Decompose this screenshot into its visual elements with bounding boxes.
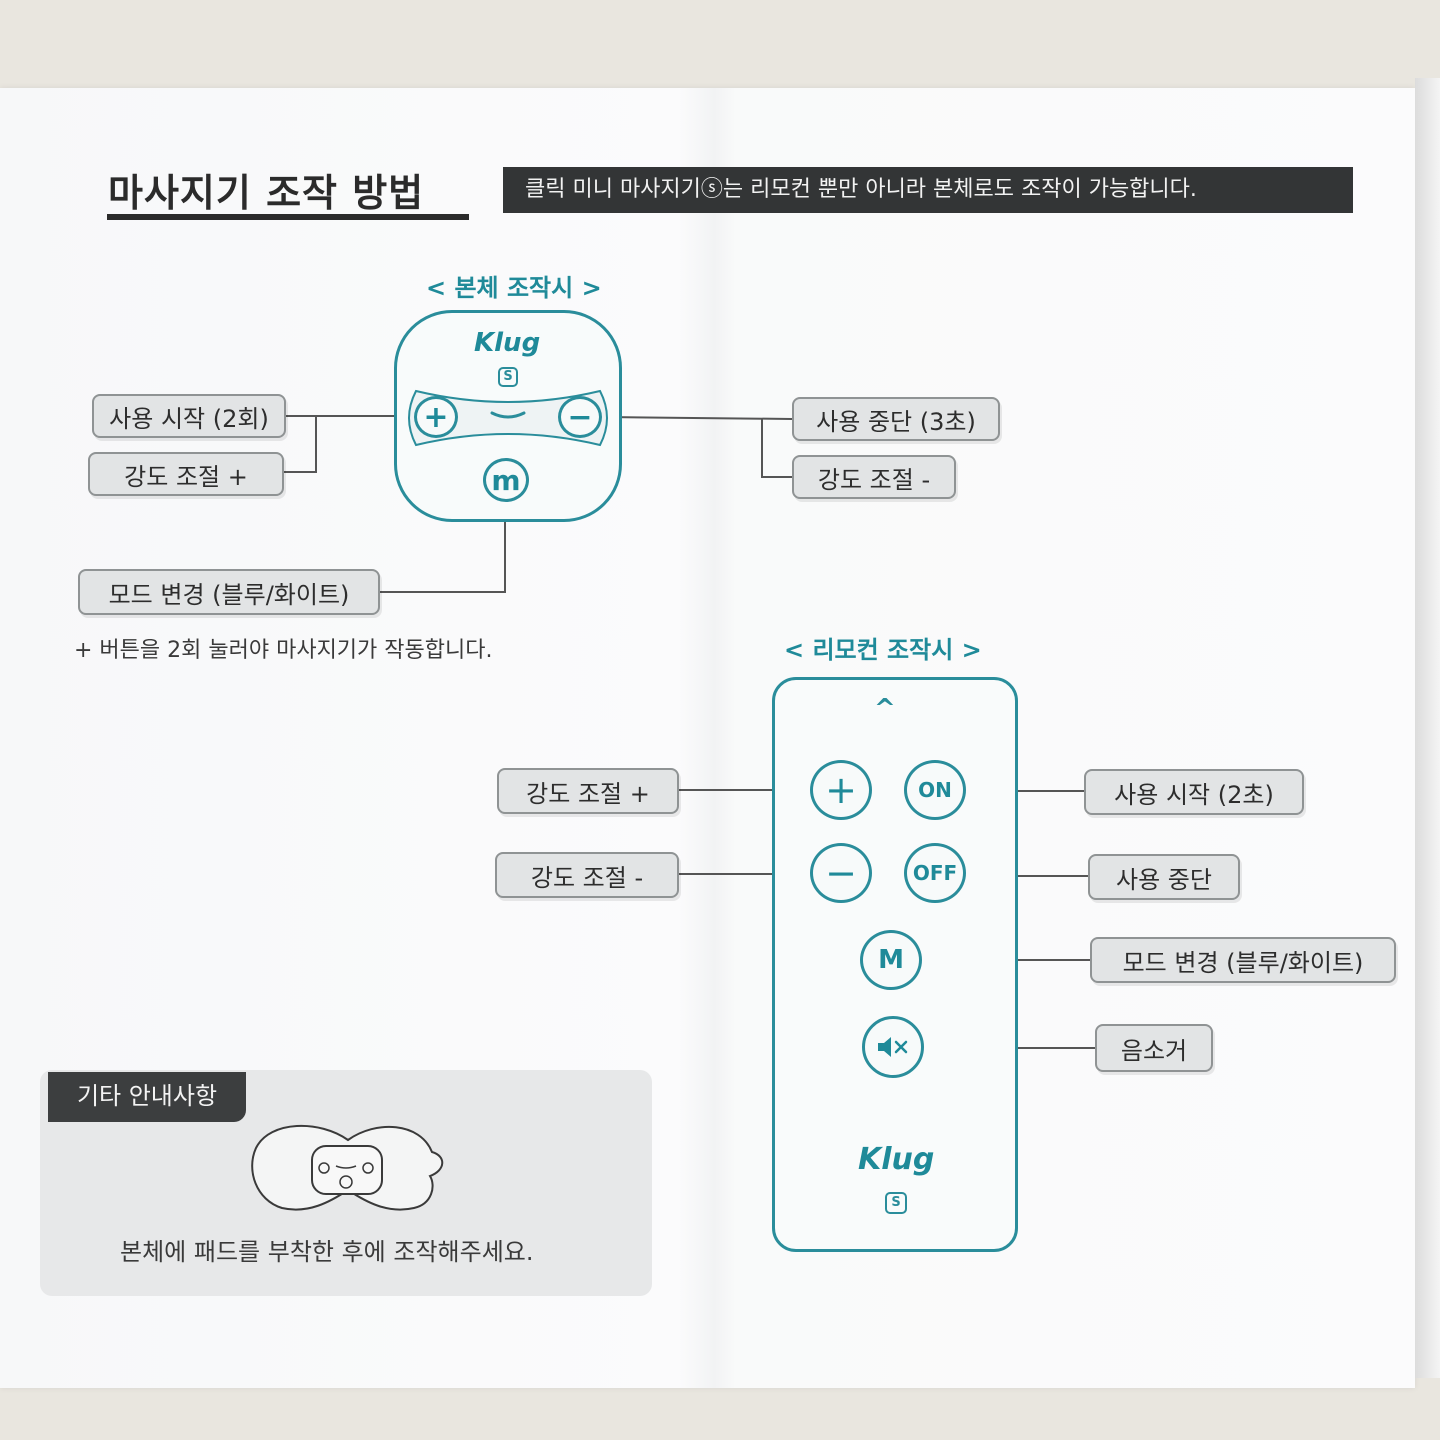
remote-section-heading: < 리모컨 조작시 > xyxy=(784,636,982,664)
device-plus-button[interactable]: + xyxy=(414,396,458,438)
caret-up-icon: ^ xyxy=(874,694,896,724)
title-banner: 클릭 미니 마사지기ⓢ는 리모컨 뿐만 아니라 본체로도 조작이 가능합니다. xyxy=(503,167,1353,213)
label-intensity-down: 강도 조절 - xyxy=(792,455,956,499)
massager-with-pad-illustration xyxy=(251,1124,444,1211)
remote-plus-button[interactable]: + xyxy=(810,760,872,820)
device-button-panel xyxy=(408,389,608,447)
remote-on-button[interactable]: ON xyxy=(904,760,966,820)
device-minus-button[interactable]: − xyxy=(558,396,602,438)
mute-icon xyxy=(878,1037,908,1057)
remote-label-mode: 모드 변경 (블루/화이트) xyxy=(1090,937,1396,983)
label-mode-change: 모드 변경 (블루/화이트) xyxy=(78,569,380,615)
remote-minus-button[interactable]: − xyxy=(810,843,872,903)
label-intensity-up: 강도 조절 + xyxy=(88,452,284,496)
page-title: 마사지기 조작 방법 xyxy=(108,171,425,215)
remote-mode-button[interactable]: M xyxy=(860,930,922,990)
device-logo: Klug xyxy=(474,328,541,358)
body-note: + 버튼을 2회 눌러야 마사지기가 작동합니다. xyxy=(74,638,493,663)
remote-badge: S xyxy=(885,1192,907,1214)
remote-label-intensity-up: 강도 조절 + xyxy=(497,768,679,814)
remote-off-button[interactable]: OFF xyxy=(904,843,966,903)
title-underline xyxy=(107,214,469,220)
body-section-heading: < 본체 조작시 > xyxy=(426,274,602,302)
remote-mute-button[interactable] xyxy=(862,1016,924,1078)
remote-label-stop: 사용 중단 xyxy=(1088,854,1240,900)
label-stop-3s: 사용 중단 (3초) xyxy=(792,397,1000,441)
device-badge: S xyxy=(498,367,518,387)
remote-label-start-2s: 사용 시작 (2초) xyxy=(1084,769,1304,815)
info-text: 본체에 패드를 부착한 후에 조작해주세요. xyxy=(120,1238,534,1266)
remote-logo: Klug xyxy=(858,1142,935,1177)
label-start-2x: 사용 시작 (2회) xyxy=(92,394,286,438)
remote-label-mute: 음소거 xyxy=(1095,1024,1213,1072)
paper-edge xyxy=(1415,78,1440,1378)
device-mode-button[interactable]: m xyxy=(483,458,529,502)
info-tag: 기타 안내사항 xyxy=(48,1072,246,1122)
remote-label-intensity-down: 강도 조절 - xyxy=(495,852,679,898)
